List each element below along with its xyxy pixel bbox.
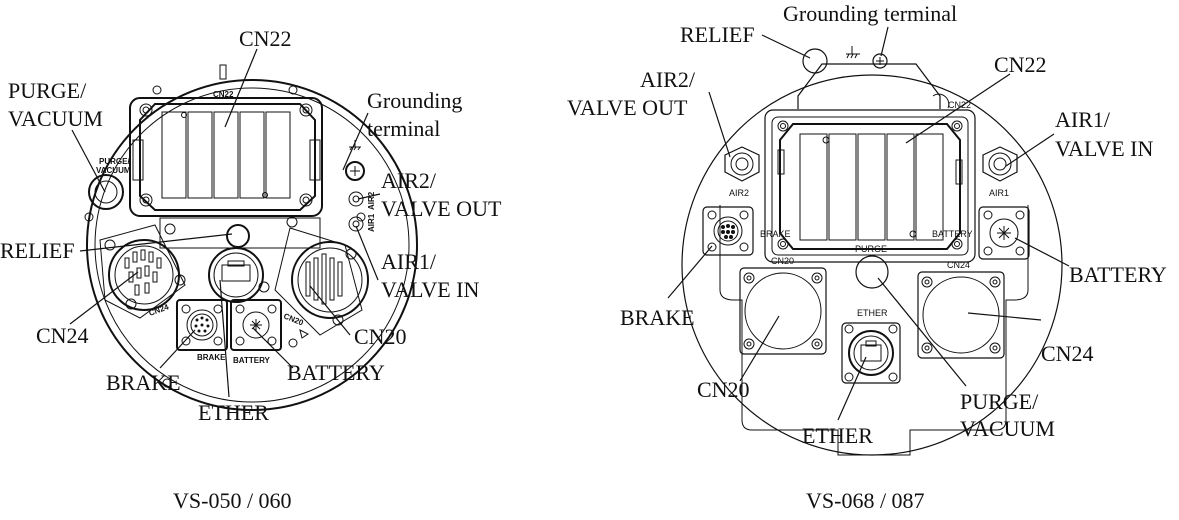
- callout-battery: BATTERY: [1069, 262, 1167, 287]
- cn20-panel-label: CN20: [771, 256, 794, 266]
- callout-air1-line1: AIR1/: [1055, 107, 1111, 132]
- ether-panel-label: ETHER: [857, 308, 888, 318]
- callout-air1-line2: VALVE IN: [381, 277, 480, 302]
- air2-panel-label: AIR2: [367, 191, 376, 210]
- callout-cn22: CN22: [994, 52, 1047, 77]
- brake-panel-label: BRAKE: [760, 229, 791, 239]
- callout-cn20: CN20: [354, 324, 407, 349]
- air1-port: AIR1: [982, 146, 1018, 198]
- callout-air2-line1: AIR2/: [640, 67, 696, 92]
- flange-inner-ring: [94, 87, 410, 403]
- callout-ether: ETHER: [198, 400, 269, 425]
- cn22-slots: [161, 111, 291, 199]
- air2-port: AIR2: [724, 146, 760, 198]
- purge-panel-label-1: PURGE/: [99, 157, 130, 166]
- cn24-connector: CN24: [99, 223, 186, 319]
- diagram-vs068-087: CN22 AIR2: [567, 1, 1167, 513]
- center-bar: [159, 217, 321, 249]
- purge-panel-label-2: VACUUM: [96, 166, 131, 175]
- lower-plate: [719, 205, 1029, 456]
- relief-valve: [802, 48, 828, 74]
- callout-air2-line2: VALVE OUT: [381, 196, 502, 221]
- callout-ground-line1: Grounding: [367, 88, 462, 113]
- purge-vacuum-port: PURGE: [855, 244, 889, 289]
- cn22-connector: CN22: [129, 90, 323, 217]
- callout-ether: ETHER: [802, 423, 873, 448]
- callout-air2-line2: VALVE OUT: [567, 95, 688, 120]
- callout-air1-line1: AIR1/: [381, 249, 437, 274]
- air2-panel-label: AIR2: [729, 188, 749, 198]
- top-key: [219, 64, 227, 80]
- callout-air2-line1: AIR2/: [381, 168, 437, 193]
- battery-panel-label: BATTERY: [932, 229, 973, 239]
- purge-vacuum-port: PURGE/ VACUUM: [88, 157, 131, 210]
- ground-symbol-icon: [846, 46, 860, 59]
- callout-battery: BATTERY: [287, 360, 385, 385]
- cn24-connector: CN24: [917, 260, 1005, 359]
- relief-valve: [226, 224, 250, 248]
- flange-outline: [86, 79, 418, 411]
- brake-panel-label: BRAKE: [197, 353, 226, 362]
- cn24-panel-label: CN24: [148, 302, 171, 318]
- callout-ground: Grounding terminal: [783, 1, 957, 26]
- callout-relief: RELIEF: [0, 238, 75, 263]
- ether-connector: ETHER: [841, 308, 901, 384]
- grounding-terminal: [345, 140, 365, 181]
- battery-connector: BATTERY: [230, 299, 282, 365]
- callout-cn22: CN22: [239, 26, 292, 51]
- callout-purge-line1: PURGE/: [8, 78, 87, 103]
- callout-cn24: CN24: [1041, 341, 1094, 366]
- cn24-panel-label: CN24: [947, 260, 970, 270]
- cn22-panel-label: CN22: [948, 100, 971, 110]
- callout-purge-line2: VACUUM: [8, 106, 103, 131]
- cn22-slots: [799, 133, 944, 241]
- air1-panel-label: AIR1: [367, 213, 376, 232]
- brake-connector: BRAKE: [702, 206, 791, 256]
- ether-connector: [208, 247, 264, 303]
- callout-cn20: CN20: [697, 377, 750, 402]
- cn22-connector: CN22: [764, 63, 976, 263]
- leader-lines-left: [69, 48, 381, 398]
- caption-vs050-060: VS-050 / 060: [173, 488, 292, 513]
- air1-panel-label: AIR1: [989, 188, 1009, 198]
- battery-connector: BATTERY: [932, 206, 1030, 260]
- cn20-connector: CN20: [739, 256, 827, 355]
- callout-purge-line1: PURGE/: [960, 389, 1039, 414]
- diagram-vs050-060: CN22 PURGE/ VACUUM AIR1 AIR2: [0, 26, 502, 513]
- callout-air1-line2: VALVE IN: [1055, 136, 1154, 161]
- cn22-panel-label: CN22: [213, 90, 234, 99]
- purge-panel-label: PURGE: [855, 244, 887, 254]
- brake-connector: BRAKE: [176, 299, 228, 362]
- callout-brake: BRAKE: [106, 370, 181, 395]
- callout-ground-line2: terminal: [367, 116, 440, 141]
- caption-vs068-087: VS-068 / 087: [806, 488, 925, 513]
- callout-cn24: CN24: [36, 323, 89, 348]
- grounding-terminal: [872, 53, 888, 69]
- cn20-connector: CN20: [258, 216, 369, 339]
- callout-relief: RELIEF: [680, 22, 755, 47]
- leader-lines-right: [667, 26, 1070, 421]
- air1-port: [348, 216, 364, 232]
- cn20-panel-label: CN20: [282, 312, 305, 328]
- battery-panel-label: BATTERY: [233, 356, 271, 365]
- air2-port: [348, 191, 364, 207]
- callout-purge-line2: VACUUM: [960, 416, 1055, 441]
- callout-brake: BRAKE: [620, 305, 695, 330]
